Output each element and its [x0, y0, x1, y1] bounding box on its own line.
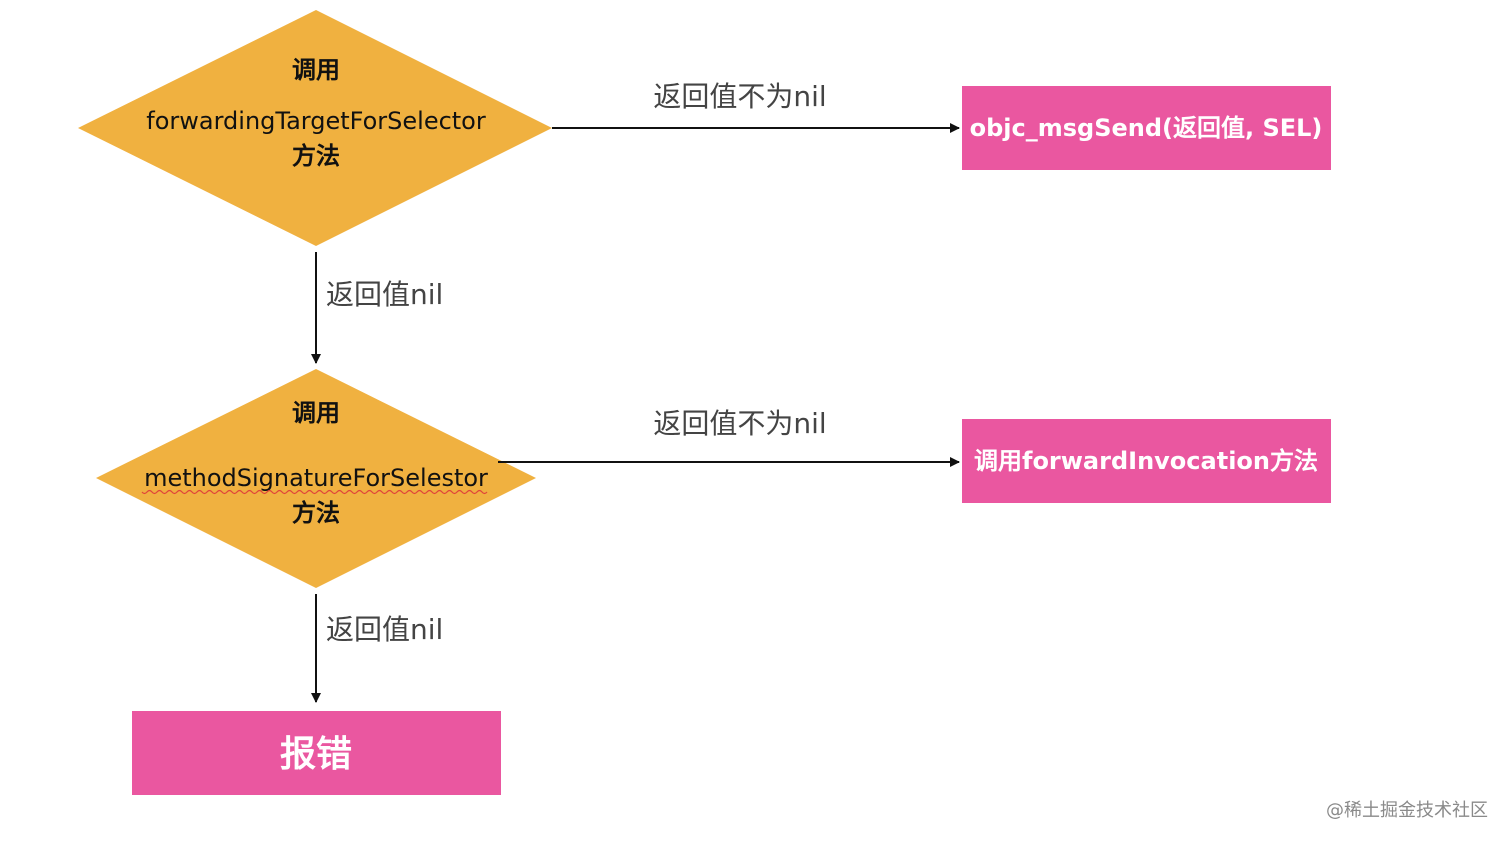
- decision2-method-suffix: 方法: [292, 499, 340, 527]
- decision2-title: 调用: [292, 399, 340, 427]
- decision1-method-name: forwardingTargetForSelector: [146, 107, 486, 135]
- decision1-title: 调用: [292, 56, 340, 84]
- result-box-forward-invocation: [962, 419, 1331, 503]
- watermark: @稀土掘金技术社区: [1326, 800, 1488, 821]
- error-label: 报错: [280, 734, 352, 775]
- edge-label-d2-not-nil: 返回值不为nil: [653, 407, 826, 440]
- edge-label-d1-nil: 返回值nil: [326, 278, 443, 311]
- result1-label: objc_msgSend(返回值, SEL): [970, 114, 1323, 142]
- decision1-method-suffix: 方法: [292, 142, 340, 170]
- edge-label-d1-not-nil: 返回值不为nil: [653, 80, 826, 113]
- result-box-objc-msgsend: [962, 86, 1331, 170]
- decision-diamond-forwarding-target: [78, 10, 552, 246]
- edge-label-d2-nil: 返回值nil: [326, 613, 443, 646]
- result2-label: 调用forwardInvocation方法: [974, 447, 1318, 475]
- decision2-method-name: methodSignatureForSelestor: [144, 464, 488, 492]
- spellcheck-underline: [141, 489, 488, 495]
- error-box: [132, 711, 501, 795]
- decision-diamond-method-signature: [96, 369, 536, 588]
